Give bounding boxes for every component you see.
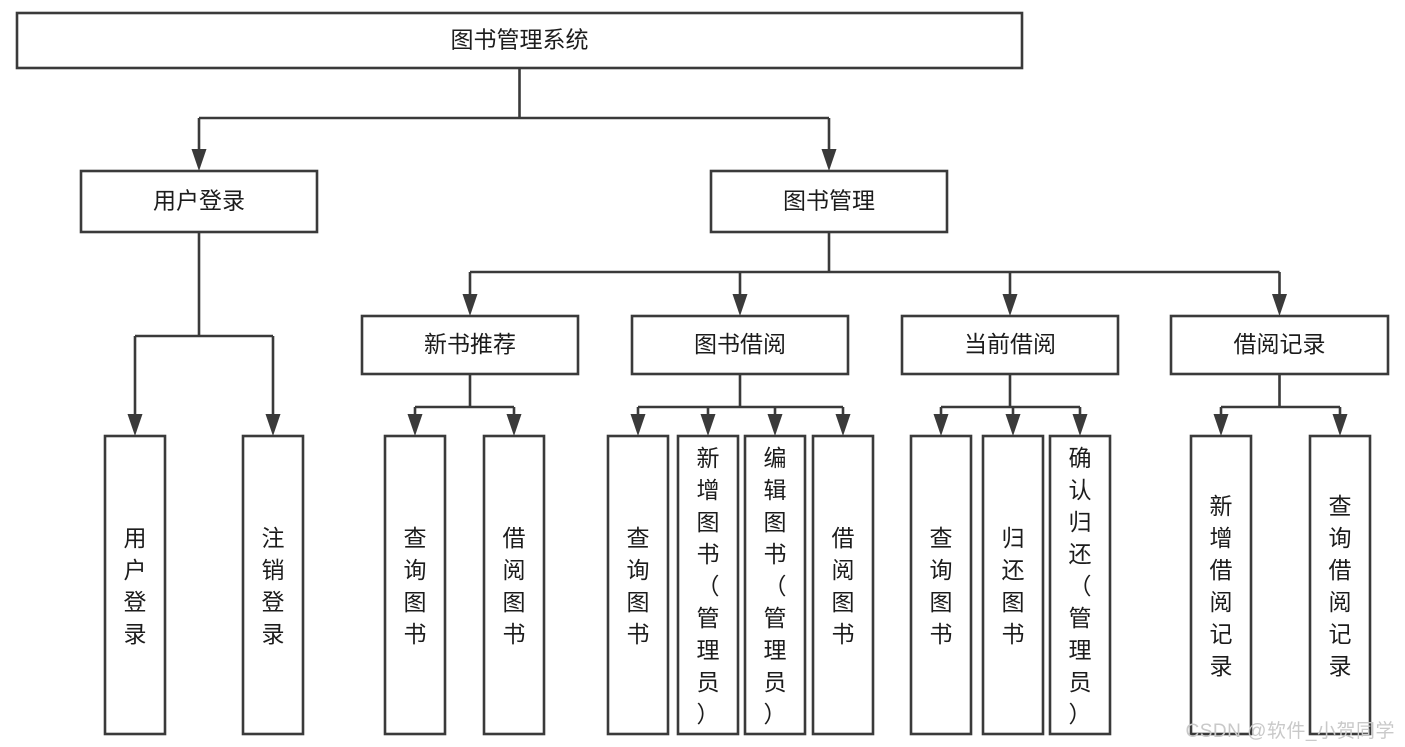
node-box-leaf-user-login[interactable] — [103, 434, 167, 736]
node-leaf-query-book-3[interactable]: 查询图书 — [909, 434, 973, 736]
node-book-manage[interactable]: 图书管理 — [709, 169, 949, 234]
node-leaf-user-login[interactable]: 用户登录 — [103, 434, 167, 736]
node-box-leaf-query-record[interactable] — [1308, 434, 1372, 736]
node-label-new-book-rec: 新书推荐 — [424, 331, 516, 357]
node-box-leaf-return-book[interactable] — [981, 434, 1045, 736]
arrow-head-icon — [700, 414, 716, 436]
arrow-head-icon — [1272, 294, 1287, 316]
node-box-leaf-borrow-book-2[interactable] — [811, 434, 875, 736]
arrow-head-icon — [506, 414, 522, 436]
node-box-book-manage[interactable] — [709, 169, 949, 234]
node-book-borrow[interactable]: 图书借阅 — [630, 314, 850, 376]
arrow-head-icon — [462, 294, 478, 316]
node-new-book-rec[interactable]: 新书推荐 — [360, 314, 580, 376]
edge-layer — [127, 68, 1348, 436]
edge-group-root — [191, 68, 837, 171]
node-box-user-login[interactable] — [79, 169, 319, 234]
node-root[interactable]: 图书管理系统 — [15, 11, 1024, 70]
node-box-leaf-logout[interactable] — [241, 434, 305, 736]
node-box-leaf-add-record[interactable] — [1189, 434, 1253, 736]
node-label-book-borrow: 图书借阅 — [694, 331, 786, 357]
node-label-leaf-add-record: 新增借阅记录 — [1210, 493, 1233, 679]
node-label-user-login: 用户登录 — [153, 188, 245, 214]
node-box-leaf-query-book-1[interactable] — [383, 434, 447, 736]
edge-group-user-login — [127, 232, 281, 436]
node-label-leaf-user-login: 用户登录 — [124, 525, 147, 647]
node-leaf-query-book-1[interactable]: 查询图书 — [383, 434, 447, 736]
node-box-book-borrow[interactable] — [630, 314, 850, 376]
edge-group-borrow-record — [1213, 374, 1348, 436]
node-leaf-confirm-return[interactable]: 确认归还（管理员） — [1048, 434, 1112, 736]
arrow-head-icon — [1005, 414, 1021, 436]
node-box-root[interactable] — [15, 11, 1024, 70]
node-box-leaf-confirm-return[interactable] — [1048, 434, 1112, 736]
arrow-head-icon — [127, 414, 143, 436]
arrow-head-icon — [1002, 294, 1018, 316]
edge-group-book-manage — [462, 232, 1287, 316]
node-leaf-logout[interactable]: 注销登录 — [241, 434, 305, 736]
node-box-leaf-borrow-book-1[interactable] — [482, 434, 546, 736]
node-label-leaf-add-book: 新增图书（管理员） — [697, 445, 720, 727]
node-current-borrow[interactable]: 当前借阅 — [900, 314, 1120, 376]
arrow-head-icon — [1072, 414, 1088, 436]
arrow-head-icon — [821, 149, 837, 171]
arrow-head-icon — [407, 414, 423, 436]
node-leaf-borrow-book-2[interactable]: 借阅图书 — [811, 434, 875, 736]
node-box-borrow-record[interactable] — [1169, 314, 1390, 376]
node-box-leaf-add-book[interactable] — [676, 434, 740, 736]
node-user-login[interactable]: 用户登录 — [79, 169, 319, 234]
node-box-leaf-edit-book[interactable] — [743, 434, 807, 736]
arrow-head-icon — [835, 414, 851, 436]
node-label-leaf-query-book-3: 查询图书 — [930, 525, 953, 647]
node-label-leaf-borrow-book-2: 借阅图书 — [832, 525, 855, 647]
node-label-root: 图书管理系统 — [451, 27, 589, 53]
node-leaf-edit-book[interactable]: 编辑图书（管理员） — [743, 434, 807, 736]
node-leaf-add-record[interactable]: 新增借阅记录 — [1189, 434, 1253, 736]
node-box-new-book-rec[interactable] — [360, 314, 580, 376]
node-label-current-borrow: 当前借阅 — [964, 331, 1056, 357]
node-label-leaf-edit-book: 编辑图书（管理员） — [764, 445, 787, 727]
arrow-head-icon — [933, 414, 949, 436]
node-leaf-return-book[interactable]: 归还图书 — [981, 434, 1045, 736]
csdn-watermark: CSDN @软件_小贺同学 — [1185, 721, 1395, 742]
node-layer: 图书管理系统用户登录图书管理新书推荐图书借阅当前借阅借阅记录用户登录注销登录查询… — [15, 11, 1390, 736]
node-label-leaf-return-book: 归还图书 — [1002, 525, 1025, 647]
edge-group-book-borrow — [630, 374, 851, 436]
node-label-leaf-query-record: 查询借阅记录 — [1329, 493, 1352, 679]
node-borrow-record[interactable]: 借阅记录 — [1169, 314, 1390, 376]
node-label-book-manage: 图书管理 — [783, 188, 875, 214]
arrow-head-icon — [767, 414, 783, 436]
node-label-leaf-logout: 注销登录 — [262, 525, 285, 647]
node-label-leaf-borrow-book-1: 借阅图书 — [503, 525, 526, 647]
node-leaf-query-record[interactable]: 查询借阅记录 — [1308, 434, 1372, 736]
node-box-current-borrow[interactable] — [900, 314, 1120, 376]
node-leaf-add-book[interactable]: 新增图书（管理员） — [676, 434, 740, 736]
edge-group-new-book-rec — [407, 374, 522, 436]
arrow-head-icon — [1332, 414, 1348, 436]
node-leaf-borrow-book-1[interactable]: 借阅图书 — [482, 434, 546, 736]
arrow-head-icon — [265, 414, 281, 436]
node-label-borrow-record: 借阅记录 — [1234, 331, 1326, 357]
node-box-leaf-query-book-2[interactable] — [606, 434, 670, 736]
node-label-leaf-query-book-2: 查询图书 — [627, 525, 650, 647]
arrow-head-icon — [630, 414, 646, 436]
node-box-leaf-query-book-3[interactable] — [909, 434, 973, 736]
edge-group-current-borrow — [933, 374, 1088, 436]
node-label-leaf-query-book-1: 查询图书 — [404, 525, 427, 647]
arrow-head-icon — [732, 294, 748, 316]
node-leaf-query-book-2[interactable]: 查询图书 — [606, 434, 670, 736]
node-label-leaf-confirm-return: 确认归还（管理员） — [1069, 445, 1092, 727]
arrow-head-icon — [1213, 414, 1229, 436]
arrow-head-icon — [191, 149, 207, 171]
